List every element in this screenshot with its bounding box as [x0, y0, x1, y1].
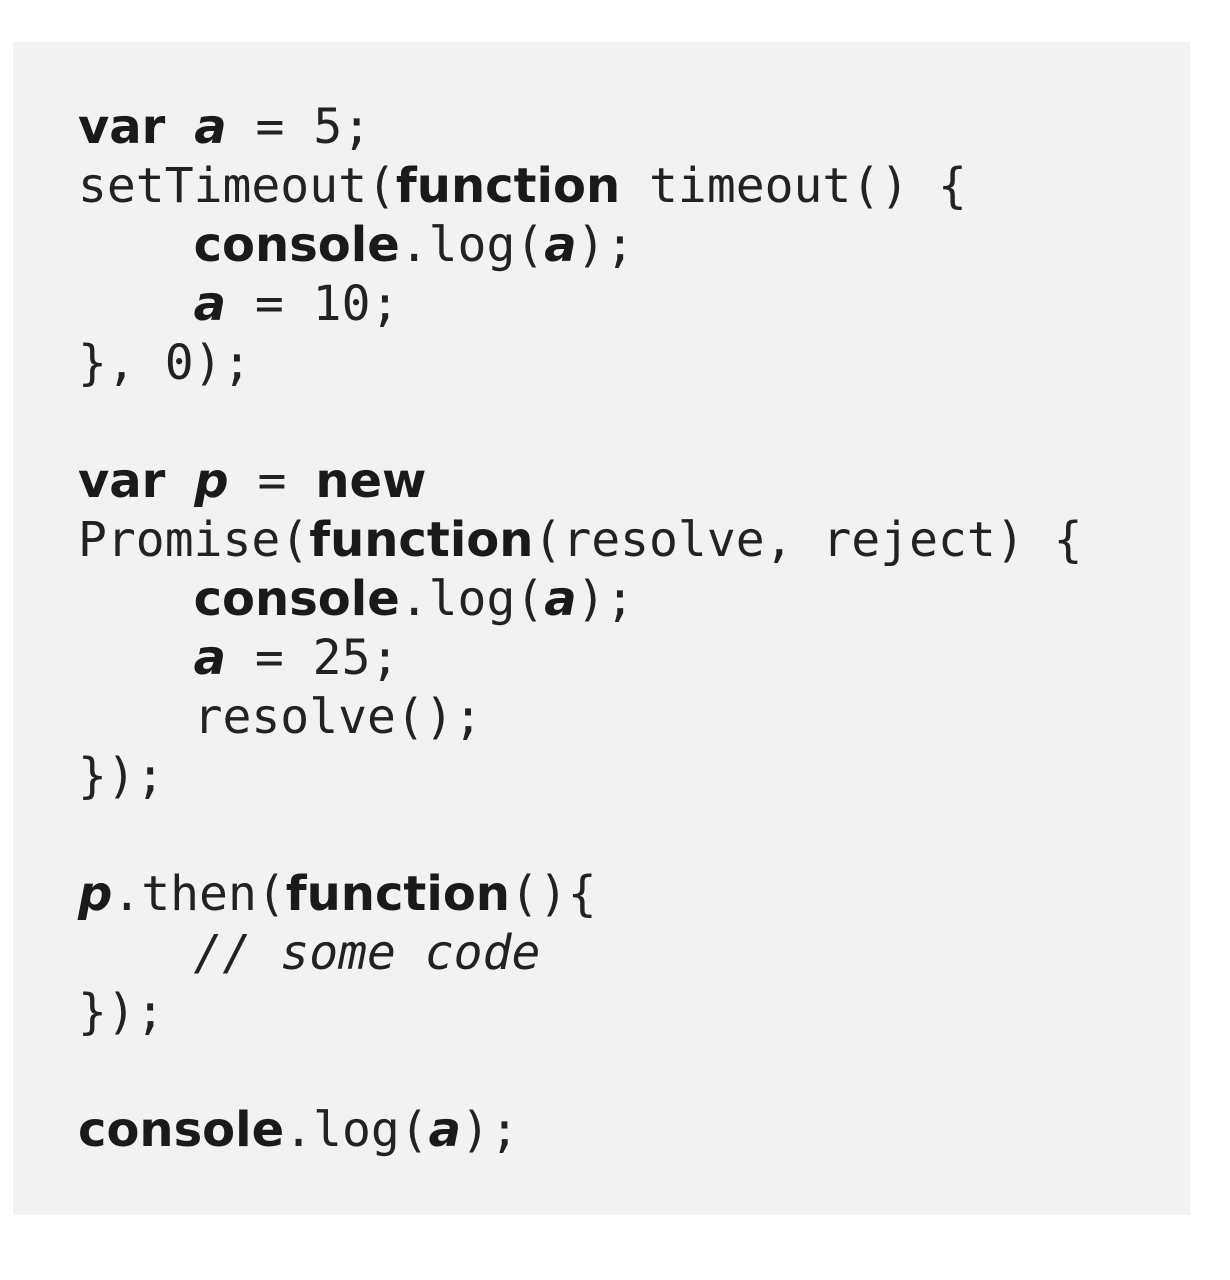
code-line: console.log(a);: [78, 570, 1083, 629]
code-line: [78, 393, 1083, 452]
code-keyword: console: [193, 571, 400, 627]
code-line: resolve();: [78, 688, 1083, 747]
code-text: [165, 453, 194, 509]
code-text: );: [576, 217, 635, 273]
code-comment: // some code: [193, 925, 541, 981]
code-line: [78, 1042, 1083, 1101]
code-keyword: var: [78, 99, 166, 155]
code-text: [78, 276, 194, 332]
code-variable: p: [194, 453, 229, 509]
code-keyword: console: [193, 217, 400, 273]
code-keyword: console: [78, 1102, 285, 1158]
code-line: [78, 806, 1083, 865]
code-text: = 10;: [225, 276, 400, 332]
code-line: a = 25;: [78, 629, 1083, 688]
code-text: });: [78, 748, 165, 804]
code-text: );: [576, 571, 635, 627]
code-keyword: function: [285, 866, 510, 922]
code-text: .then(: [112, 866, 286, 922]
code-text: resolve();: [78, 689, 483, 745]
code-text: [78, 217, 194, 273]
code-line: a = 10;: [78, 275, 1083, 334]
code-line: p.then(function(){: [78, 865, 1083, 924]
code-text: [78, 925, 194, 981]
code-text: [78, 630, 194, 686]
code-keyword: var: [78, 453, 166, 509]
code-variable: a: [194, 99, 227, 155]
code-text: =: [228, 453, 316, 509]
code-line: // some code: [78, 924, 1083, 983]
code-variable: p: [78, 866, 113, 922]
code-keyword: new: [315, 453, 427, 509]
code-line: var p = new: [78, 452, 1083, 511]
code-text: );: [461, 1102, 519, 1158]
code-line: Promise(function(resolve, reject) {: [78, 511, 1083, 570]
code-line: var a = 5;: [78, 98, 1083, 157]
code-text: = 5;: [226, 99, 372, 155]
code-text: .log(: [284, 1102, 429, 1158]
code-text: [78, 571, 194, 627]
code-panel: var a = 5;setTimeout(function timeout() …: [13, 42, 1190, 1215]
code-line: console.log(a);: [78, 1101, 1083, 1160]
code-variable: a: [193, 276, 226, 332]
code-variable: a: [544, 217, 577, 273]
code-variable: a: [193, 630, 226, 686]
code-text: (){: [509, 866, 597, 922]
code-line: }, 0);: [78, 334, 1083, 393]
code-text: .log(: [399, 571, 545, 627]
code-line: });: [78, 983, 1083, 1042]
code-text: = 25;: [225, 630, 400, 686]
code-text: .log(: [399, 217, 545, 273]
code-variable: a: [544, 571, 577, 627]
code-keyword: function: [395, 158, 621, 214]
code-text: Promise(: [78, 512, 310, 568]
code-line: console.log(a);: [78, 216, 1083, 275]
code-keyword: function: [309, 512, 534, 568]
code-text: timeout() {: [620, 158, 967, 214]
code-block: var a = 5;setTimeout(function timeout() …: [78, 98, 1083, 1160]
code-text: }, 0);: [78, 335, 252, 391]
code-text: setTimeout(: [78, 158, 396, 214]
code-text: (resolve, reject) {: [533, 512, 1083, 568]
code-text: [165, 99, 194, 155]
code-text: });: [78, 984, 165, 1040]
code-line: });: [78, 747, 1083, 806]
code-line: setTimeout(function timeout() {: [78, 157, 1083, 216]
code-variable: a: [428, 1102, 462, 1158]
